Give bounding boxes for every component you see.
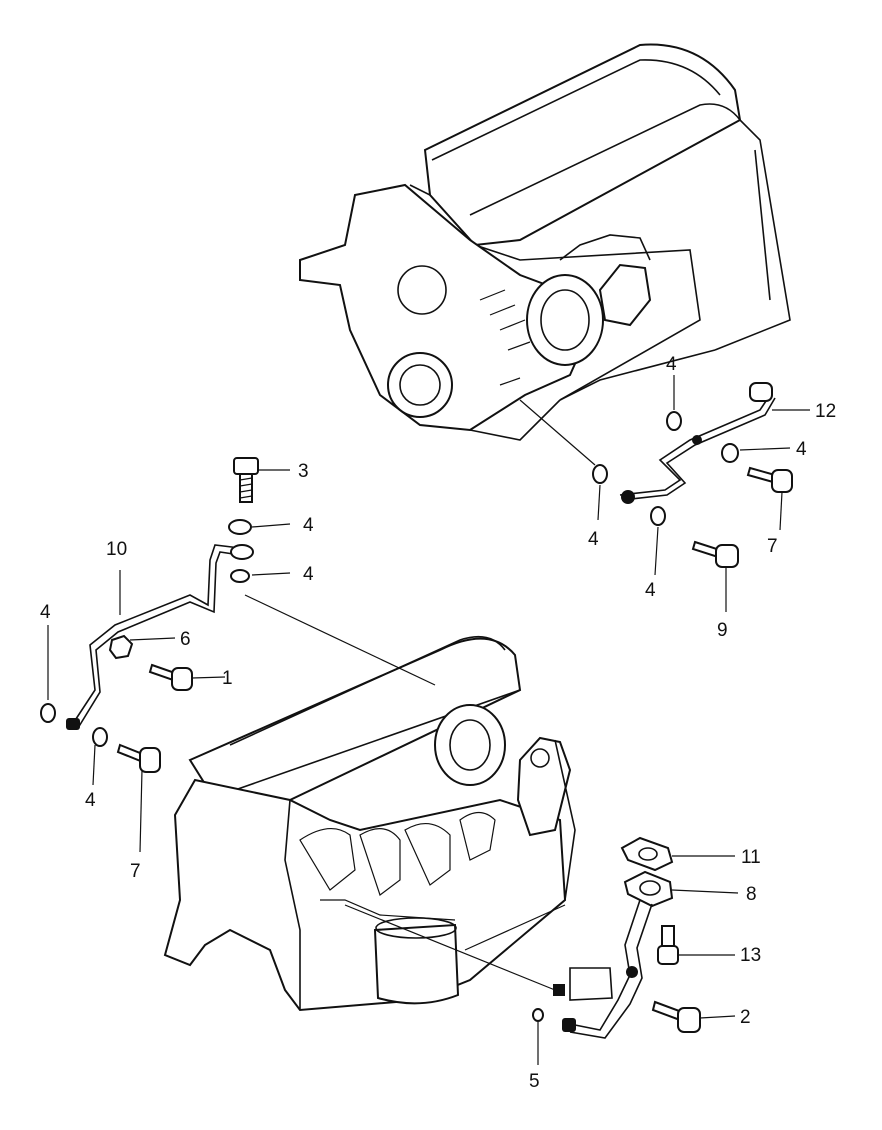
callout-1: 1	[222, 668, 233, 689]
callout-13: 13	[740, 945, 761, 966]
assembly-lines	[244, 399, 596, 991]
callout-4-top-a: 4	[303, 515, 314, 536]
callout-4-mid-low: 4	[645, 580, 656, 601]
callout-12: 12	[815, 401, 836, 422]
callout-4-lower-left: 4	[85, 790, 96, 811]
part-7-bolt-right	[746, 466, 793, 493]
part-8-pipe-flange	[562, 870, 674, 1039]
part-7-bolt-left	[116, 743, 161, 773]
callout-9: 9	[717, 620, 728, 641]
callout-7-left: 7	[130, 861, 141, 882]
part-12-hose-pipe	[619, 382, 776, 504]
leader-lines	[47, 375, 810, 1065]
washers	[40, 411, 739, 1022]
callout-10: 10	[106, 539, 127, 560]
upper-engine-illustration	[299, 43, 791, 441]
part-2-bolt	[651, 1000, 701, 1033]
part-1-bolt	[148, 663, 193, 691]
lower-engine-illustration	[163, 635, 576, 1012]
bracket-near-filter	[553, 967, 613, 1001]
callout-4-left: 4	[40, 602, 51, 623]
callout-5: 5	[529, 1071, 540, 1092]
callout-4-upper-right: 4	[666, 354, 677, 375]
callout-labels: 1 2 3 4 4 4 4 4 4 4 4 5 6 7 7 8 9 10 11 …	[40, 354, 836, 1092]
callout-4-mid: 4	[588, 529, 599, 550]
part-11-gasket	[620, 836, 674, 872]
callout-7-right: 7	[767, 536, 778, 557]
callout-3: 3	[298, 461, 309, 482]
part-10-pipe	[66, 544, 241, 730]
callout-6: 6	[180, 629, 191, 650]
callout-2: 2	[740, 1007, 751, 1028]
callout-8: 8	[746, 884, 757, 905]
callout-11: 11	[741, 847, 761, 868]
part-13-bolt	[657, 925, 679, 965]
callout-4-top-b: 4	[303, 564, 314, 585]
part-6-nut	[108, 634, 134, 660]
part-9-bolt	[691, 540, 739, 568]
callout-4-right: 4	[796, 439, 807, 460]
part-3-bolt	[233, 457, 259, 503]
